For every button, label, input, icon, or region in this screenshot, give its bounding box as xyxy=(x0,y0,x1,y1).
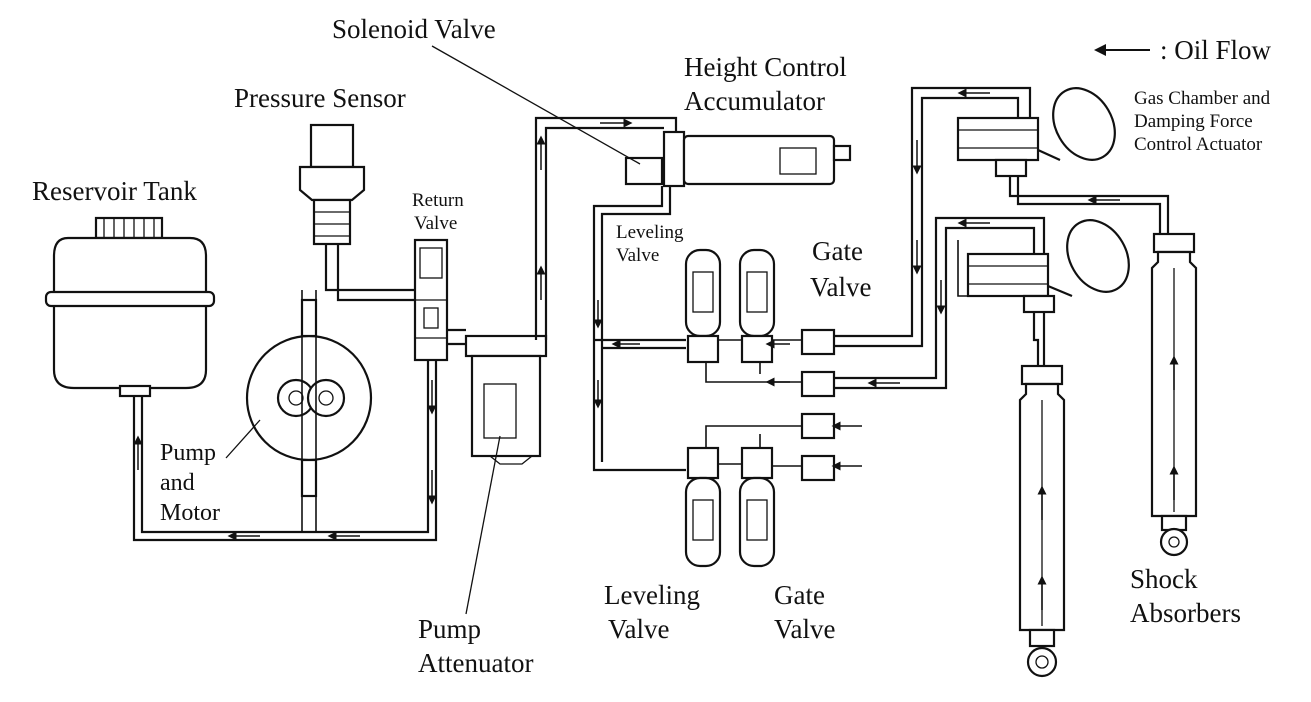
reservoir-tank: Reservoir Tank xyxy=(32,176,216,398)
pump-motor-label-2: and xyxy=(160,470,195,496)
height-control-label-1: Height Control xyxy=(684,52,847,82)
height-control-label-2: Accumulator xyxy=(684,86,825,116)
shock-absorber-right xyxy=(1150,232,1198,557)
gate-valve-bottom xyxy=(738,476,776,568)
pump-motor-label-3: Motor xyxy=(160,500,220,526)
oil-flow-label: : Oil Flow xyxy=(1160,35,1272,65)
gas-chamber-label-3: Control Actuator xyxy=(1134,134,1263,155)
pressure-sensor: Pressure Sensor xyxy=(234,83,406,246)
pressure-sensor-label: Pressure Sensor xyxy=(234,83,406,113)
pump-attenuator-label-2: Attenuator xyxy=(418,648,533,678)
pump-motor-label-1: Pump xyxy=(160,440,216,466)
leveling-valve-bottom-label-2: Valve xyxy=(608,614,669,644)
reservoir-body xyxy=(52,236,208,390)
gas-chamber-actuator-upper xyxy=(956,87,1116,178)
leveling-valve-top xyxy=(684,248,722,338)
solenoid-valve xyxy=(624,156,664,186)
solenoid-valve-label: Solenoid Valve xyxy=(332,14,496,44)
reservoir-cap xyxy=(94,216,164,240)
gate-valve-top xyxy=(738,248,776,338)
reservoir-tank-label: Reservoir Tank xyxy=(32,176,197,206)
leveling-valve-top-label-2: Valve xyxy=(616,245,659,266)
shock-absorber-left xyxy=(1018,364,1066,678)
flow-arrows xyxy=(133,88,1179,610)
return-valve-label-2: Valve xyxy=(414,213,457,234)
leveling-valve-top-label-1: Leveling xyxy=(616,222,684,243)
return-valve-label-1: Return xyxy=(412,190,464,211)
shock-absorbers-label-2: Absorbers xyxy=(1130,598,1241,628)
valve-block-top: Leveling Valve Gate Valve xyxy=(616,222,871,398)
gas-chamber-label-2: Damping Force xyxy=(1134,111,1253,132)
gas-chamber-actuator-lower xyxy=(966,219,1130,314)
oil-flow-legend: : Oil Flow xyxy=(1094,35,1272,65)
height-control-accumulator: Solenoid Valve Height Control Accumulato… xyxy=(332,14,852,188)
gate-valve-top-label-1: Gate xyxy=(812,236,863,266)
pump-gear-right-icon xyxy=(306,378,346,418)
gate-valve-top-label-2: Valve xyxy=(810,272,871,302)
leveling-valve-bottom xyxy=(684,476,722,568)
gas-chamber-label-1: Gas Chamber and xyxy=(1134,88,1271,109)
return-valve: Return Valve xyxy=(412,190,464,362)
gate-valve-bottom-label-1: Gate xyxy=(774,580,825,610)
leveling-valve-bottom-label-1: Leveling xyxy=(604,580,700,610)
pump-and-motor: Pump and Motor xyxy=(160,298,373,526)
gate-valve-bottom-label-2: Valve xyxy=(774,614,835,644)
pump-attenuator: Pump Attenuator xyxy=(418,334,548,678)
reservoir-band xyxy=(44,290,216,308)
shock-absorbers-label-1: Shock xyxy=(1130,564,1198,594)
pump-attenuator-label-1: Pump xyxy=(418,614,481,644)
valve-block-bottom: Leveling Valve Gate Valve xyxy=(604,412,835,644)
